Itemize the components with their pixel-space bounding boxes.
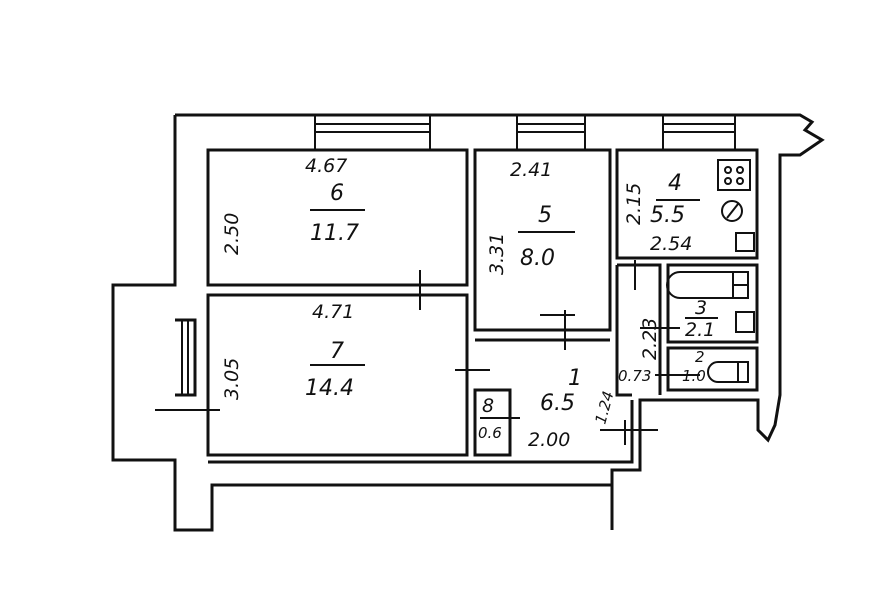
fixtures [666, 159, 755, 383]
room-2-number: 2 [695, 348, 705, 366]
bathtub-icon [666, 271, 749, 299]
room-1-area: 6.5 [540, 391, 575, 416]
room-8-number: 8 [482, 395, 494, 417]
room-7-area: 14.4 [305, 376, 354, 401]
labels: 4.67 6 11.7 2.50 4.71 7 14.4 3.05 2.41 5… [221, 155, 718, 451]
room-4-depth: 2.15 [623, 183, 645, 225]
room-1-depth: 1.24 [591, 389, 617, 426]
sink-icon [735, 232, 755, 252]
room-1-width: 2.00 [528, 429, 570, 451]
room-2 [666, 346, 759, 392]
room-5-width: 2.41 [510, 159, 552, 181]
windows [314, 115, 736, 150]
room-4 [615, 148, 759, 260]
room-6-width: 4.67 [305, 155, 347, 177]
toilet-icon [707, 361, 749, 383]
room-6 [206, 148, 469, 287]
room-6-number: 6 [330, 181, 344, 206]
room-7-depth: 3.05 [221, 358, 243, 400]
room-6-area: 11.7 [310, 221, 359, 246]
room-3-number: 3 [695, 297, 707, 319]
room-walls [155, 148, 759, 457]
room-6-depth: 2.50 [221, 213, 243, 255]
room-5-depth: 3.31 [486, 233, 508, 275]
room-7 [206, 293, 469, 457]
room-5-area: 8.0 [520, 246, 555, 271]
room-5 [473, 148, 612, 332]
room-7-number: 7 [330, 339, 344, 364]
boiler-icon [721, 200, 743, 222]
room-3-area: 2.1 [685, 319, 715, 341]
room-2-width: 0.73 [618, 367, 651, 385]
room-2-area: 1.0 [682, 367, 706, 385]
room-8 [473, 388, 512, 457]
room-4-area: 5.5 [650, 203, 685, 228]
outer-walls [111, 113, 825, 532]
room-3 [666, 263, 759, 344]
room-1-number: 1 [568, 366, 582, 391]
corridor-dimension: 2.23 [639, 318, 661, 360]
room-7-width: 4.71 [312, 301, 354, 323]
room-8-area: 0.6 [478, 424, 502, 442]
room-4-width: 2.54 [650, 233, 692, 255]
stove-icon [717, 159, 751, 191]
room-4-number: 4 [668, 171, 682, 196]
room-5-number: 5 [538, 203, 552, 228]
washbasin-icon [735, 311, 755, 333]
